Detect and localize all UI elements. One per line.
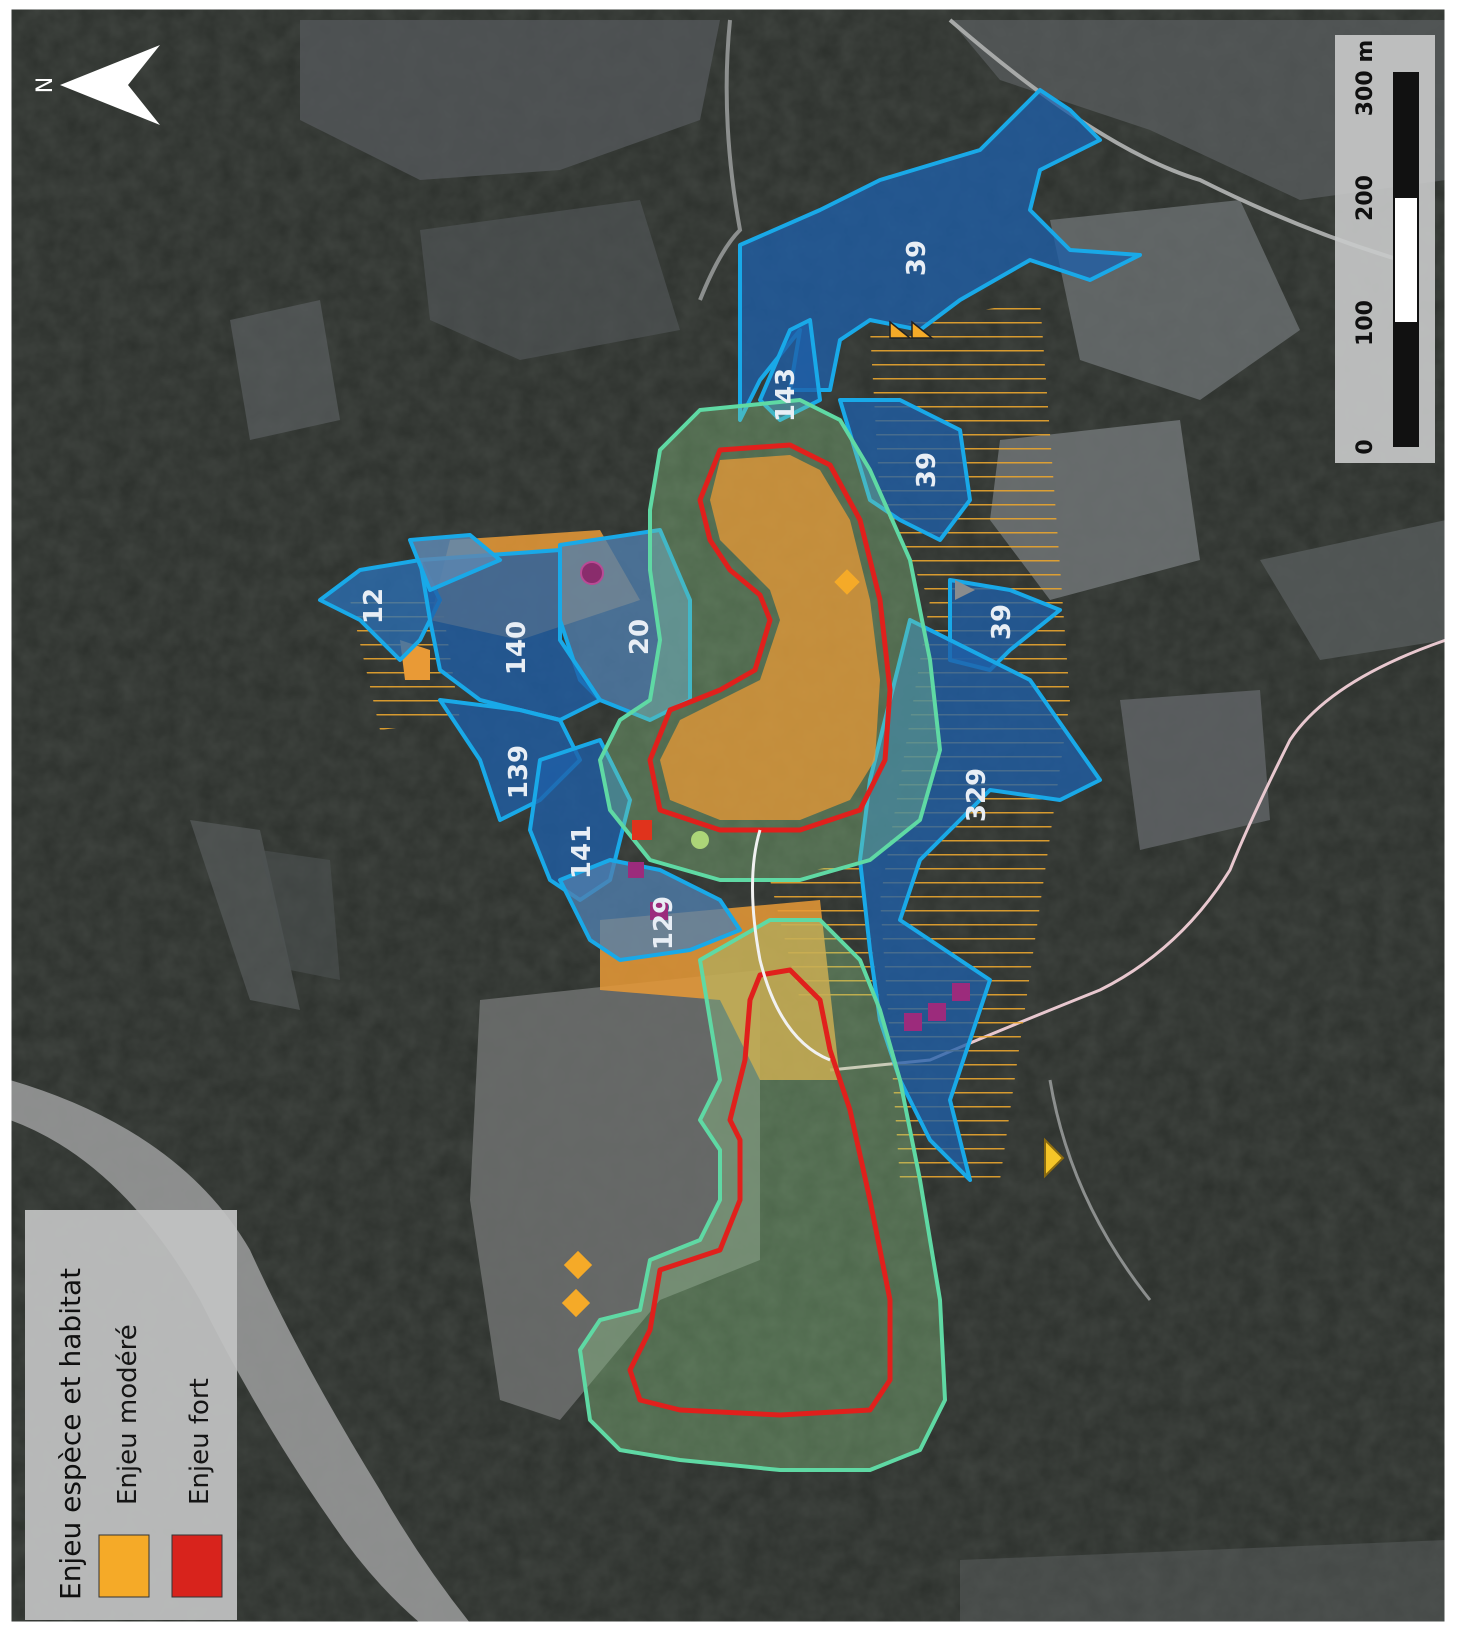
zone-label-140: 140 <box>502 621 532 675</box>
scale-bar: 0 100 200 300 m <box>1335 35 1435 463</box>
purple-square-marker <box>650 902 668 920</box>
scale-tick-0: 0 <box>1353 439 1378 454</box>
purple-square-marker <box>928 1003 946 1021</box>
zone-labels: 39 143 39 39 12 140 20 139 141 129 329 <box>359 240 1017 950</box>
legend-swatch-strong <box>171 1534 223 1598</box>
moderate-diamond-marker <box>563 1250 593 1280</box>
moderate-triangle-marker <box>889 320 913 339</box>
core-moderate-area <box>660 455 880 820</box>
moderate-diamond-marker <box>834 569 860 595</box>
purple-square-marker <box>904 1013 922 1031</box>
zone-label-39a: 39 <box>902 240 932 276</box>
moderate-diamond-marker <box>561 1288 591 1318</box>
zone-label-129: 129 <box>649 896 679 950</box>
grey-triangle-marker <box>955 580 975 600</box>
legend-label-strong: Enjeu fort <box>185 1378 215 1505</box>
map-frame <box>8 6 1448 1625</box>
project-footprint <box>627 442 893 1418</box>
moderate-triangle-marker <box>1044 1137 1065 1179</box>
zone-143-shape <box>758 318 822 422</box>
zone-label-143: 143 <box>771 368 801 422</box>
zone-label-12: 12 <box>359 588 389 624</box>
red-square-marker <box>632 820 652 840</box>
legend-title: Enjeu espèce et habitat <box>54 1268 87 1600</box>
scale-tick-200: 200 <box>1353 175 1378 221</box>
zone-label-39c: 39 <box>987 604 1017 640</box>
zone-label-329: 329 <box>962 768 992 822</box>
legend-swatch-moderate <box>98 1534 150 1598</box>
zone-label-20: 20 <box>625 619 655 655</box>
legend: Enjeu espèce et habitat Enjeu modéré Enj… <box>25 1210 237 1620</box>
legend-label-moderate: Enjeu modéré <box>113 1324 143 1505</box>
zone-329-shape <box>858 618 1102 1182</box>
scale-tick-300: 300 m <box>1353 40 1378 117</box>
access-track <box>751 829 831 1062</box>
north-label: N <box>33 77 58 93</box>
green-point-marker <box>691 831 709 849</box>
scale-tick-100: 100 <box>1353 300 1378 346</box>
species-markers <box>561 320 1065 1318</box>
zone-label-139: 139 <box>504 745 534 799</box>
purple-point-marker <box>580 561 604 585</box>
purple-square-marker <box>952 983 970 1001</box>
zone-label-39b: 39 <box>912 452 942 488</box>
zone-label-141: 141 <box>567 825 597 879</box>
buffer-south <box>578 918 947 1472</box>
zone-39b-shape <box>838 398 972 542</box>
moderate-triangle-marker <box>911 320 935 339</box>
north-arrow: N <box>33 45 160 125</box>
purple-square-marker <box>628 862 644 878</box>
